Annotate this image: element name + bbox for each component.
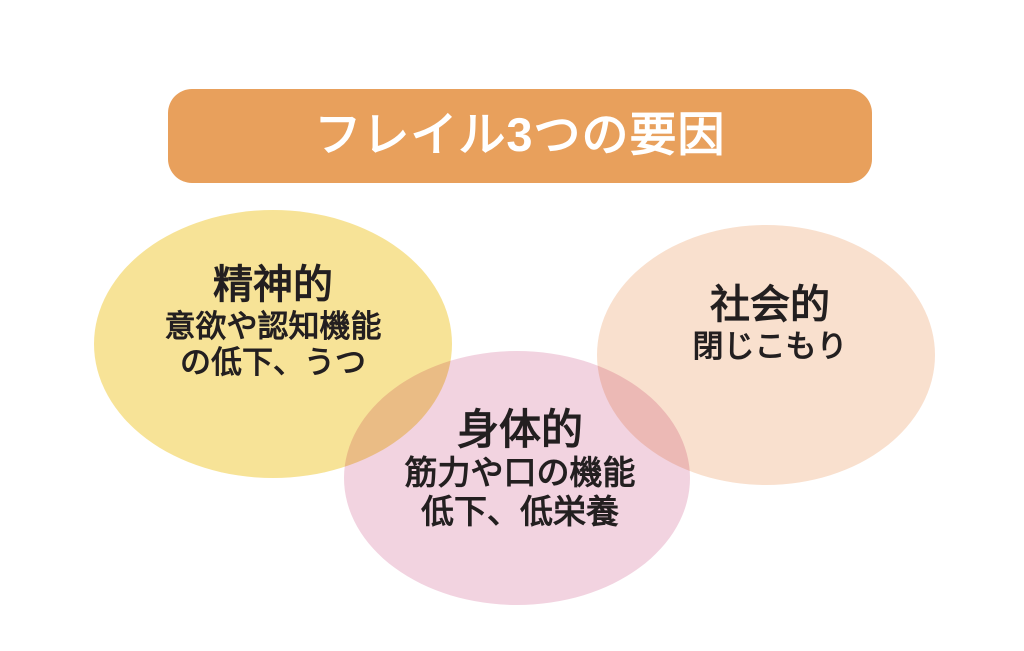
venn-circle-social [597, 225, 935, 485]
venn-label-mental: 精神的 意欲や認知機能 の低下、うつ [108, 263, 438, 382]
venn-body-social-line1: 閉じこもり [692, 328, 848, 364]
venn-circle-physical [344, 351, 690, 605]
venn-label-physical: 身体的 筋力や口の機能 低下、低栄養 [350, 408, 690, 532]
venn-heading-mental: 精神的 [213, 263, 333, 307]
venn-heading-physical: 身体的 [456, 406, 583, 453]
venn-body-mental-line2: の低下、うつ [180, 345, 366, 381]
venn-heading-social: 社会的 [710, 283, 830, 327]
venn-body-physical-line1: 筋力や口の機能 [404, 453, 636, 491]
title-banner: フレイル3つの要因 [168, 89, 872, 183]
title-banner-label: フレイル3つの要因 [314, 108, 726, 161]
venn-circle-mental [94, 210, 452, 478]
venn-label-social: 社会的 閉じこもり [620, 283, 920, 365]
venn-body-physical-line2: 低下、低栄養 [421, 492, 619, 530]
venn-body-mental-line1: 意欲や認知機能 [164, 308, 382, 344]
